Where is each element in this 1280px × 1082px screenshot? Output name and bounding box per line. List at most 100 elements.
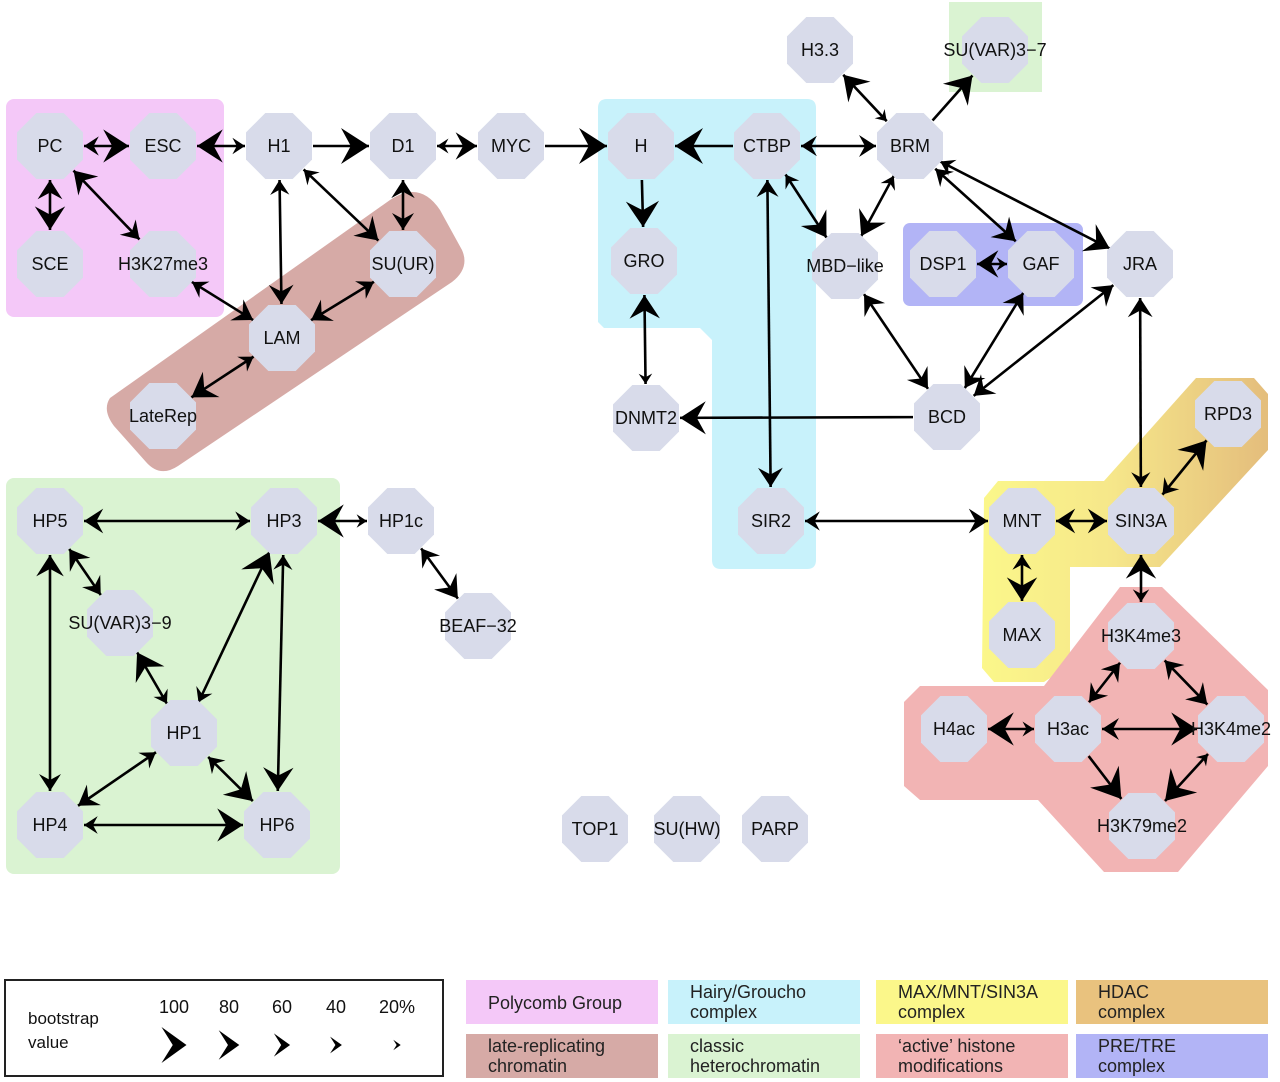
- node-dnmt2: DNMT2: [613, 385, 679, 451]
- node-octagon: [445, 593, 511, 659]
- edge-BCD-DNMT2: [679, 401, 914, 435]
- edge-H1-SUUR: [302, 168, 380, 242]
- node-label: LateRep: [129, 406, 197, 426]
- edge-HP4-HP6: [84, 808, 243, 842]
- edge-SIR2-MNT: [805, 508, 988, 534]
- edge-MNT-MAX: [1006, 555, 1038, 601]
- arrowhead-icon: [638, 373, 653, 385]
- edge-CTBP-MBD: [784, 173, 828, 239]
- bootstrap-arrowhead-icon: [393, 1039, 401, 1051]
- arrowhead-icon: [36, 555, 64, 577]
- node-max: MAX: [989, 602, 1055, 668]
- arrowhead-icon: [940, 159, 957, 176]
- node-label: HP1: [166, 723, 201, 743]
- edge-H3ac-H4ac: [988, 712, 1034, 746]
- arrowhead-icon: [82, 574, 101, 595]
- edge-BRM-SUVAR37: [931, 74, 974, 122]
- arrowhead-icon: [208, 756, 226, 775]
- node-octagon: [368, 488, 434, 554]
- edge-line: [197, 551, 271, 703]
- node-brm: BRM: [877, 113, 943, 179]
- edge-CTBP-BRM: [801, 135, 876, 157]
- edges: [34, 73, 1209, 842]
- edge-SUUR-LAM: [310, 280, 375, 322]
- category-label: ‘active’ histone: [898, 1036, 1016, 1056]
- node-myc: MYC: [478, 113, 544, 179]
- category-label: classic: [690, 1036, 745, 1056]
- edge-SIN3A-RPD3: [1161, 439, 1208, 496]
- arrowhead-icon: [421, 548, 441, 569]
- node-suvar39: SU(VAR)3−9: [68, 590, 172, 656]
- edge-D1-MYC: [437, 132, 477, 160]
- node-suhw: SU(HW): [654, 796, 721, 862]
- arrowhead-icon: [135, 652, 165, 684]
- arrowhead-icon: [864, 294, 886, 318]
- arrowhead-icon: [103, 129, 129, 163]
- arrowhead-icon: [843, 74, 871, 103]
- edge-SIN3A-JRA: [1127, 297, 1153, 488]
- node-octagon: [812, 233, 878, 299]
- node-label: D1: [391, 136, 414, 156]
- arrowhead-icon: [230, 299, 254, 321]
- arrowhead-icon: [318, 504, 344, 538]
- node-octagon: [1107, 231, 1173, 297]
- arrowhead-icon: [973, 374, 997, 396]
- category-heterochromatin: classic heterochromatin: [668, 1034, 860, 1078]
- arrowhead-icon: [437, 138, 449, 154]
- node-label: HP6: [259, 815, 294, 835]
- arrowhead-icon: [1102, 718, 1119, 740]
- arrowhead-icon: [232, 137, 245, 155]
- node-label: ESC: [144, 136, 181, 156]
- node-octagon: [910, 231, 976, 297]
- node-label: H3K27me3: [118, 254, 208, 274]
- node-octagon: [370, 113, 436, 179]
- category-label: HDAC: [1098, 982, 1150, 1002]
- arrowhead-icon: [942, 75, 973, 106]
- edge-HP1c-BEAF32: [420, 547, 459, 600]
- arrowhead-icon: [34, 206, 66, 230]
- arrowhead-icon: [935, 168, 954, 188]
- bootstrap-arrowhead-icon: [273, 1033, 291, 1057]
- node-label: DSP1: [919, 254, 966, 274]
- node-label: BEAF−32: [439, 616, 517, 636]
- category-pre-tre: PRE/TRE complex: [1076, 1034, 1268, 1078]
- bootstrap-label-80: 80: [218, 997, 240, 1017]
- node-octagon: [17, 488, 83, 554]
- arrowhead-icon: [153, 688, 168, 704]
- edge-line: [963, 292, 1025, 389]
- category-label: Polycomb Group: [488, 993, 623, 1013]
- arrowhead-icon: [629, 294, 660, 319]
- bootstrap-legend-title: bootstrap value: [28, 1007, 99, 1055]
- arrowhead-icon: [39, 774, 61, 791]
- node-octagon: [17, 231, 83, 297]
- edge-HP5-SUVAR39: [68, 548, 102, 596]
- arrowhead-icon: [964, 365, 986, 389]
- node-esc: ESC: [130, 113, 196, 179]
- arrowhead-icon: [1100, 662, 1121, 683]
- node-label: SCE: [31, 254, 68, 274]
- edge-HP3-HP1: [196, 551, 274, 703]
- node-label: MBD−like: [806, 256, 884, 276]
- node-pc: PC: [17, 113, 83, 179]
- node-label: SU(HW): [654, 819, 721, 839]
- node-octagon: [151, 700, 217, 766]
- node-octagon: [246, 113, 312, 179]
- node-label: MNT: [1003, 511, 1042, 531]
- arrowhead-icon: [1022, 721, 1034, 737]
- node-octagon: [251, 488, 317, 554]
- arrowhead-icon: [880, 175, 896, 191]
- edge-HP5-HP3: [84, 508, 250, 534]
- edge-H3ac-H3K4me2: [1102, 712, 1197, 746]
- arrowhead-icon: [906, 365, 928, 389]
- arrowhead-icon: [341, 128, 369, 164]
- node-label: H4ac: [933, 719, 975, 739]
- node-label: H3.3: [801, 40, 839, 60]
- node-beaf32: BEAF−32: [439, 593, 517, 659]
- node-label: HP4: [32, 815, 67, 835]
- node-octagon: [989, 602, 1055, 668]
- arrowhead-icon: [138, 752, 156, 769]
- category-label: Hairy/Groucho: [690, 982, 807, 1002]
- node-label: TOP1: [572, 819, 619, 839]
- arrowhead-icon: [874, 108, 887, 122]
